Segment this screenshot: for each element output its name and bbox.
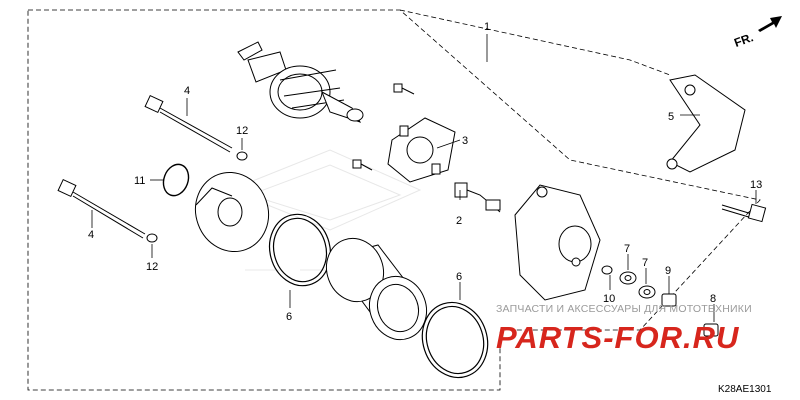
callout-4-lower: 4: [88, 229, 94, 241]
small-screw-part-2: [352, 159, 373, 171]
callout-9: 9: [665, 265, 671, 277]
long-bolt-part-upper: [144, 94, 233, 153]
o-ring-part: [162, 163, 190, 197]
callout-7-left: 7: [624, 243, 630, 255]
callout-6-left: 6: [286, 311, 292, 323]
callout-labels: 1 2 3 4 4 5 6 6 7 7 8 9 10 11 12 12 13: [88, 21, 762, 323]
callout-7-right: 7: [642, 257, 648, 269]
bracket-part: [666, 74, 746, 173]
callout-13: 13: [750, 179, 762, 191]
callout-6-right: 6: [456, 271, 462, 283]
assembly-outline: [27, 9, 761, 391]
callout-5: 5: [668, 111, 674, 123]
brush-part: [454, 182, 501, 213]
bracket-bolt-part: [721, 203, 767, 223]
front-arrow-icon: [758, 16, 782, 32]
diagram-code: K28AE1301: [718, 384, 772, 395]
watermark-tagline: ЗАПЧАСТИ И АКСЕССУАРЫ ДЛЯ МОТОТЕХНИКИ: [496, 303, 752, 315]
watermark-brand: PARTS-FOR.RU: [496, 320, 740, 355]
background-wing-logo: [228, 149, 422, 271]
front-cover-part: [514, 184, 601, 301]
callout-2: 2: [456, 215, 462, 227]
front-direction-marker: FR.: [732, 16, 782, 50]
callout-10: 10: [603, 293, 615, 305]
callout-1: 1: [484, 21, 490, 33]
washer-nut-set: [601, 265, 719, 337]
motor-case-part: [326, 237, 427, 341]
front-direction-label: FR.: [732, 30, 755, 50]
seal-ring-part-left: [268, 213, 332, 287]
armature-part: [237, 41, 364, 123]
long-bolt-part-lower: [57, 178, 146, 239]
callout-3: 3: [462, 135, 468, 147]
watermark: ЗАПЧАСТИ И АКСЕССУАРЫ ДЛЯ МОТОТЕХНИКИ PA…: [496, 303, 752, 355]
callout-8: 8: [710, 293, 716, 305]
callout-12-upper: 12: [236, 125, 248, 137]
seal-ring-part-right: [421, 301, 489, 379]
callout-4-upper: 4: [184, 85, 190, 97]
brush-holder-part: [387, 117, 456, 183]
rear-cover-part: [195, 171, 269, 253]
small-screw-part: [393, 83, 415, 95]
callout-11: 11: [134, 175, 145, 187]
leader-lines: [91, 34, 757, 322]
washer-part: [146, 151, 248, 243]
callout-12-lower: 12: [146, 261, 158, 273]
